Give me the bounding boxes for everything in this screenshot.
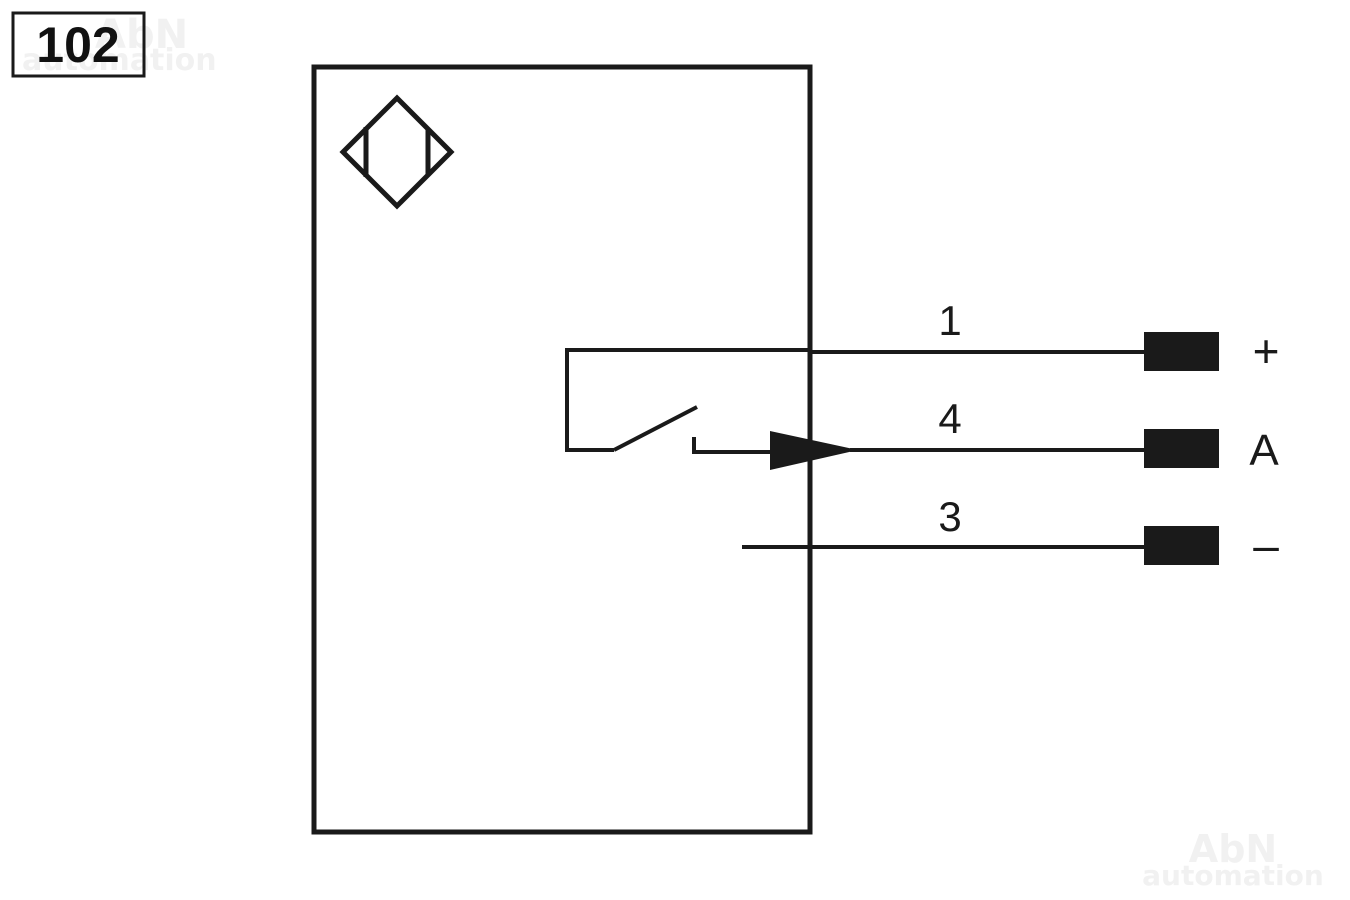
badge-frame	[11, 11, 146, 78]
wire-3-pin-number: 3	[938, 493, 961, 540]
watermark-top-left: AbN automation	[22, 12, 217, 78]
watermark-bottom-right-line2: automation	[1142, 859, 1324, 892]
output-arrow-icon	[770, 431, 858, 470]
wire-1-terminal-label: +	[1253, 325, 1280, 377]
wire-4: 4 A	[850, 395, 1279, 475]
sensor-housing	[311, 64, 813, 835]
wire-4-terminal-label: A	[1249, 426, 1279, 475]
wire-4-terminal-block	[1144, 429, 1219, 468]
wire-1-pin-number: 1	[938, 297, 961, 344]
watermark-bottom-right-line1: AbN	[1189, 827, 1277, 871]
switch-circuit	[565, 348, 812, 454]
wire-3-terminal-block	[1144, 526, 1219, 565]
wire-1: 1 +	[810, 297, 1279, 377]
badge-number: 102	[36, 17, 119, 73]
wire-1-terminal-block	[1144, 332, 1219, 371]
wire-3: 3 –	[742, 493, 1279, 571]
wire-4-pin-number: 4	[938, 395, 961, 442]
switch-output-contact	[692, 437, 770, 454]
watermark-bottom-right: AbN automation	[1142, 827, 1324, 892]
inductive-sensor-diamond-icon	[339, 94, 455, 210]
watermark-top-left-line2: automation	[22, 43, 217, 78]
diagram-number-badge: 102	[11, 11, 146, 78]
switch-contact-blade	[613, 405, 698, 452]
watermark-top-left-line1: AbN	[95, 12, 188, 58]
switch-supply-loop	[565, 348, 812, 452]
wire-3-terminal-label: –	[1253, 519, 1279, 571]
